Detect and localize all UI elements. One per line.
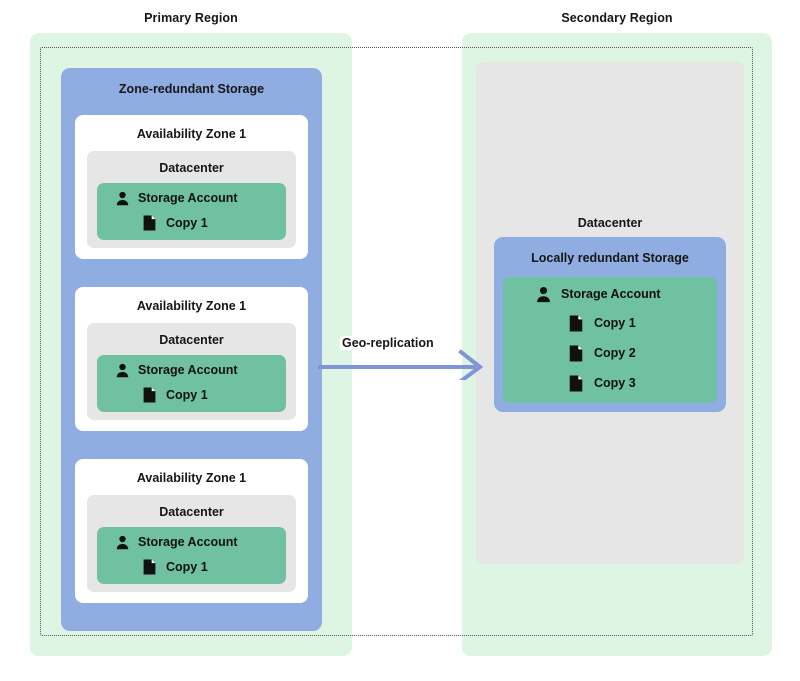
storage-account-row: Storage Account <box>115 535 238 550</box>
copy-row: Copy 1 <box>569 315 636 332</box>
copy-row: Copy 3 <box>569 375 636 392</box>
copy-label: Copy 1 <box>594 316 636 331</box>
availability-zone-card: Availability Zone 1 Datacenter Storage A… <box>75 115 308 259</box>
datacenter-box: Datacenter Storage Account <box>87 323 296 420</box>
document-icon <box>143 559 156 575</box>
datacenter-box: Datacenter Storage Account <box>87 151 296 248</box>
person-icon <box>115 191 130 206</box>
availability-zone-title: Availability Zone 1 <box>136 471 247 485</box>
datacenter-label: Datacenter <box>159 161 224 175</box>
primary-region-title: Primary Region <box>144 11 238 25</box>
storage-account-row: Storage Account <box>535 286 661 303</box>
document-icon <box>569 315 583 332</box>
storage-account-row: Storage Account <box>115 191 238 206</box>
availability-zone-title: Availability Zone 1 <box>136 299 247 313</box>
availability-zone-card: Availability Zone 1 Datacenter Storage A… <box>75 459 308 603</box>
copy-label: Copy 2 <box>594 346 636 361</box>
copy-row: Copy 1 <box>143 559 208 575</box>
copy-label: Copy 1 <box>166 387 208 402</box>
copy-label: Copy 1 <box>166 215 208 230</box>
availability-zone-card: Availability Zone 1 Datacenter Storage A… <box>75 287 308 431</box>
copy-label: Copy 1 <box>166 559 208 574</box>
datacenter-label: Datacenter <box>159 505 224 519</box>
geo-replication-connector: Geo-replication <box>318 336 488 380</box>
storage-account-box: Storage Account Copy 1 <box>97 355 286 412</box>
storage-account-label: Storage Account <box>138 191 238 206</box>
zone-redundant-storage-label: Zone-redundant Storage <box>118 82 265 96</box>
person-icon <box>115 363 130 378</box>
document-icon <box>143 387 156 403</box>
datacenter-box: Datacenter Storage Account <box>87 495 296 592</box>
arrow-right-icon <box>318 349 484 380</box>
storage-account-label: Storage Account <box>138 363 238 378</box>
availability-zone-title: Availability Zone 1 <box>136 127 247 141</box>
zone-redundant-storage-box: Zone-redundant Storage Availability Zone… <box>61 68 322 631</box>
storage-account-box: Storage Account Copy 1 <box>97 527 286 584</box>
document-icon <box>569 375 583 392</box>
datacenter-label: Datacenter <box>159 333 224 347</box>
person-icon <box>535 286 552 303</box>
storage-account-box: Storage Account Copy 1 <box>503 277 717 403</box>
copy-row: Copy 1 <box>143 387 208 403</box>
copy-label: Copy 3 <box>594 376 636 391</box>
locally-redundant-storage-box: Locally redundant Storage Storage Accoun… <box>494 237 726 412</box>
secondary-region-title: Secondary Region <box>561 11 673 25</box>
document-icon <box>569 345 583 362</box>
storage-account-label: Storage Account <box>138 535 238 550</box>
copy-row: Copy 1 <box>143 215 208 231</box>
storage-account-label: Storage Account <box>561 287 661 302</box>
storage-account-row: Storage Account <box>115 363 238 378</box>
locally-redundant-storage-label: Locally redundant Storage <box>531 251 689 265</box>
storage-account-box: Storage Account Copy 1 <box>97 183 286 240</box>
geo-replication-label: Geo-replication <box>340 336 436 350</box>
datacenter-label: Datacenter <box>577 216 643 230</box>
copy-row: Copy 2 <box>569 345 636 362</box>
person-icon <box>115 535 130 550</box>
document-icon <box>143 215 156 231</box>
